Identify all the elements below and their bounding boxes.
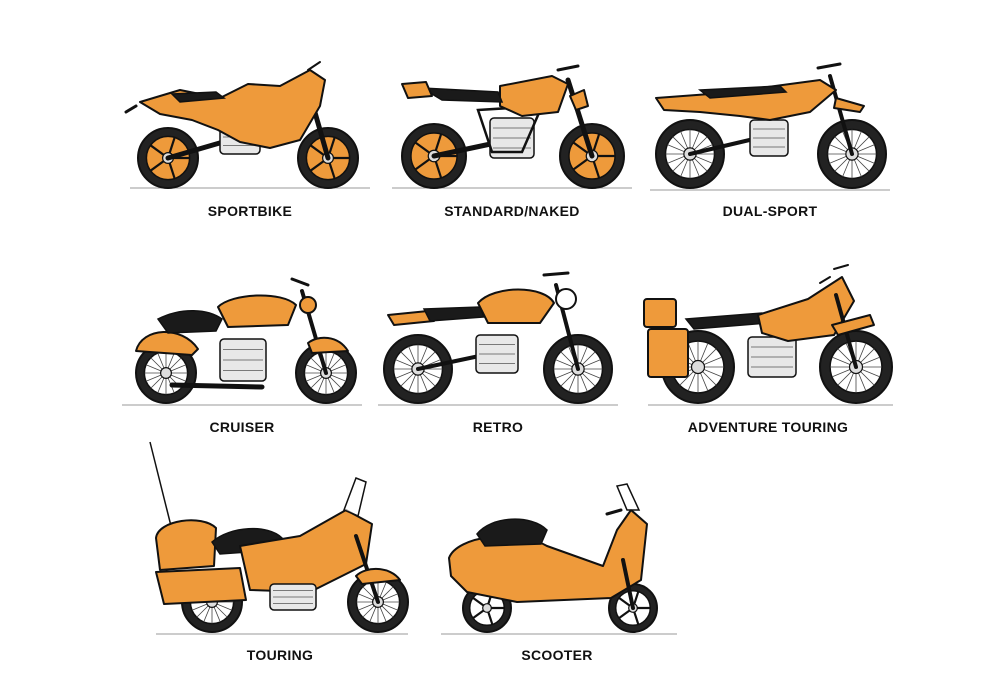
cruiser-illustration — [122, 277, 362, 406]
sportbike-label: SPORTBIKE — [207, 203, 293, 219]
windscreen — [833, 264, 849, 270]
motorcycle-card-touring: TOURING — [149, 441, 410, 680]
headlight — [569, 89, 589, 111]
handlebar — [290, 277, 310, 287]
motorcycle-card-adventure-touring: ADVENTURE TOURING — [638, 255, 898, 455]
windshield — [343, 477, 367, 518]
seat — [156, 310, 223, 334]
adventure-touring-illustration — [643, 264, 893, 406]
saddlebag — [155, 567, 247, 605]
mirror — [819, 276, 831, 284]
motorcycle-card-sportbike: SPORTBIKE — [120, 40, 380, 240]
swingarm — [416, 353, 486, 371]
touring-illustration — [149, 441, 409, 635]
sportbike-illustration — [124, 61, 370, 189]
fuel-tank — [499, 75, 569, 117]
tail-section — [401, 81, 433, 99]
standard-naked-illustration — [392, 64, 632, 189]
front-fork — [621, 558, 635, 610]
headlight — [299, 296, 317, 314]
tail-light — [124, 104, 138, 114]
windshield — [615, 483, 641, 511]
fuel-tank — [217, 294, 297, 328]
retro-label: RETRO — [472, 419, 524, 435]
trunk — [155, 519, 217, 571]
motorcycle-card-standard-naked: STANDARD/NAKED — [382, 40, 642, 240]
rear-wheel-hub — [159, 366, 172, 379]
seat — [684, 312, 770, 330]
seat — [422, 306, 486, 322]
dual-sport-label: DUAL-SPORT — [722, 203, 818, 219]
seat — [697, 85, 788, 99]
fairing-body — [239, 509, 373, 593]
cruiser-label: CRUISER — [209, 419, 275, 435]
standard-naked-label: STANDARD/NAKED — [444, 203, 580, 219]
swingarm — [688, 136, 760, 156]
mirror — [307, 61, 321, 71]
motorcycle-card-scooter: SCOOTER — [427, 480, 687, 680]
motorcycle-card-retro: RETRO — [368, 255, 628, 455]
dual-sport-illustration — [650, 62, 890, 191]
scooter-illustration — [441, 483, 677, 635]
motorcycle-card-dual-sport: DUAL-SPORT — [640, 40, 900, 240]
seat — [421, 87, 504, 103]
front-fender — [355, 568, 401, 585]
round-headlight — [555, 288, 577, 310]
exhaust-pipe — [169, 382, 265, 390]
rear-wheel-hub — [690, 359, 706, 375]
rear-fender — [135, 331, 199, 356]
scooter-label: SCOOTER — [521, 647, 593, 663]
adventure-touring-label: ADVENTURE TOURING — [687, 419, 849, 435]
step-through-body — [448, 509, 648, 603]
front-fender — [833, 97, 865, 113]
touring-label: TOURING — [246, 647, 314, 663]
handlebar — [605, 508, 623, 516]
teardrop-fuel-tank — [477, 288, 555, 324]
handlebar — [542, 271, 570, 277]
body-panels — [655, 79, 837, 121]
side-pannier — [647, 328, 689, 378]
seat — [170, 91, 227, 103]
handlebar — [816, 62, 842, 70]
beak-fender — [831, 314, 875, 336]
front-fork — [565, 77, 595, 159]
top-case — [643, 298, 677, 328]
motorcycle-card-cruiser: CRUISER — [112, 255, 372, 455]
front-fender — [307, 336, 349, 354]
bodywork-fairing — [139, 69, 326, 149]
rear-wheel-hub — [482, 603, 492, 613]
retro-illustration — [378, 271, 618, 406]
seat — [476, 518, 548, 547]
handlebar — [556, 64, 580, 72]
